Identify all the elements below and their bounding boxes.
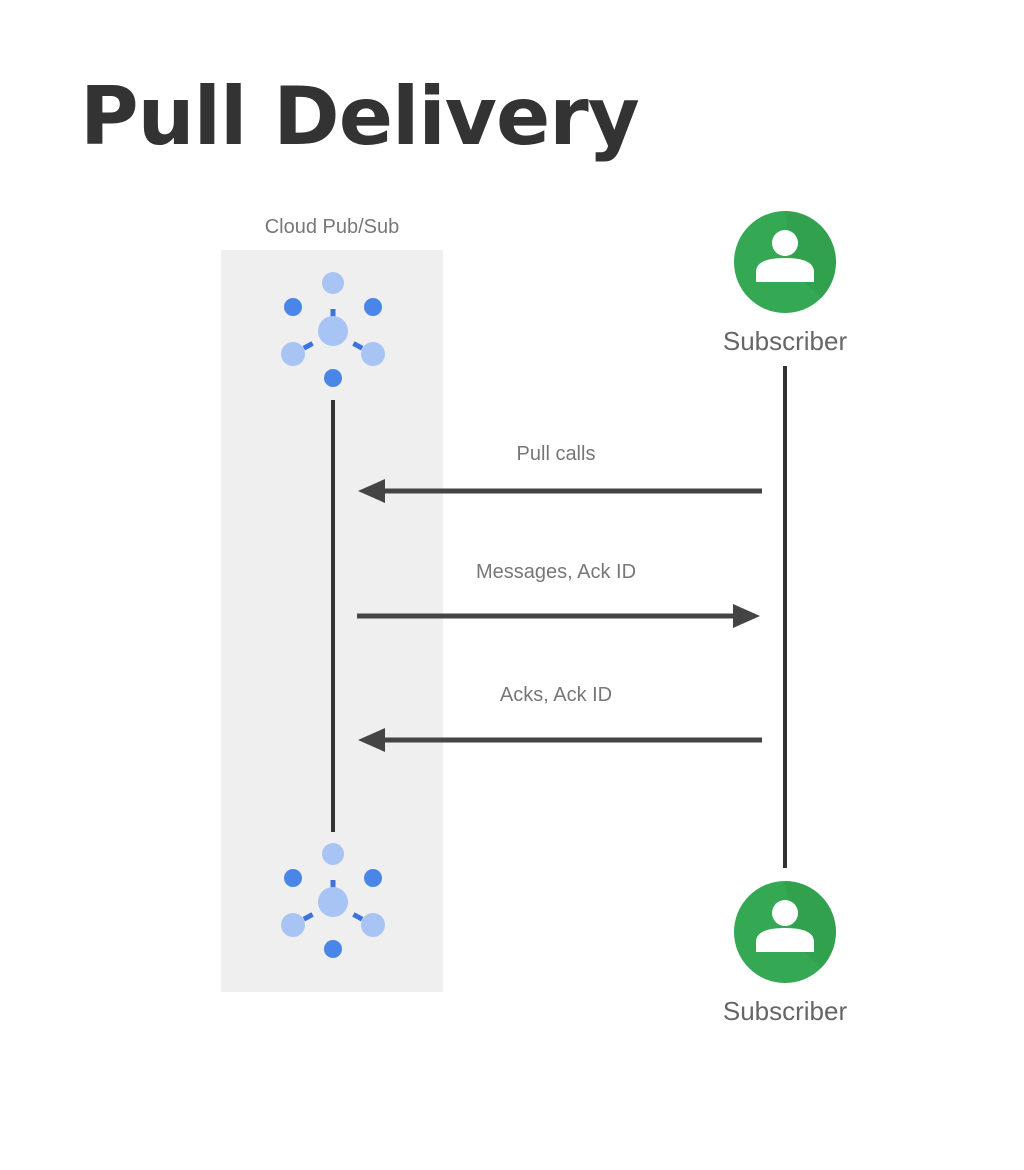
arrow-acks <box>358 728 762 752</box>
arrow-messages <box>357 604 760 628</box>
page-title: Pull Delivery <box>80 70 640 163</box>
subscriber-top-icon <box>734 211 836 313</box>
pubsub-top-icon <box>281 272 385 387</box>
arrow-pull-calls <box>358 479 762 503</box>
pull-calls-label: Pull calls <box>516 443 596 465</box>
acks-label: Acks, Ack ID <box>499 684 613 706</box>
subscriber-top-label: Subscriber <box>722 326 848 356</box>
messages-label: Messages, Ack ID <box>475 561 637 583</box>
subscriber-bottom-icon <box>734 881 836 983</box>
subscriber-bottom-label: Subscriber <box>722 996 848 1026</box>
pubsub-bottom-icon <box>281 843 385 958</box>
pubsub-label: Cloud Pub/Sub <box>264 216 400 238</box>
